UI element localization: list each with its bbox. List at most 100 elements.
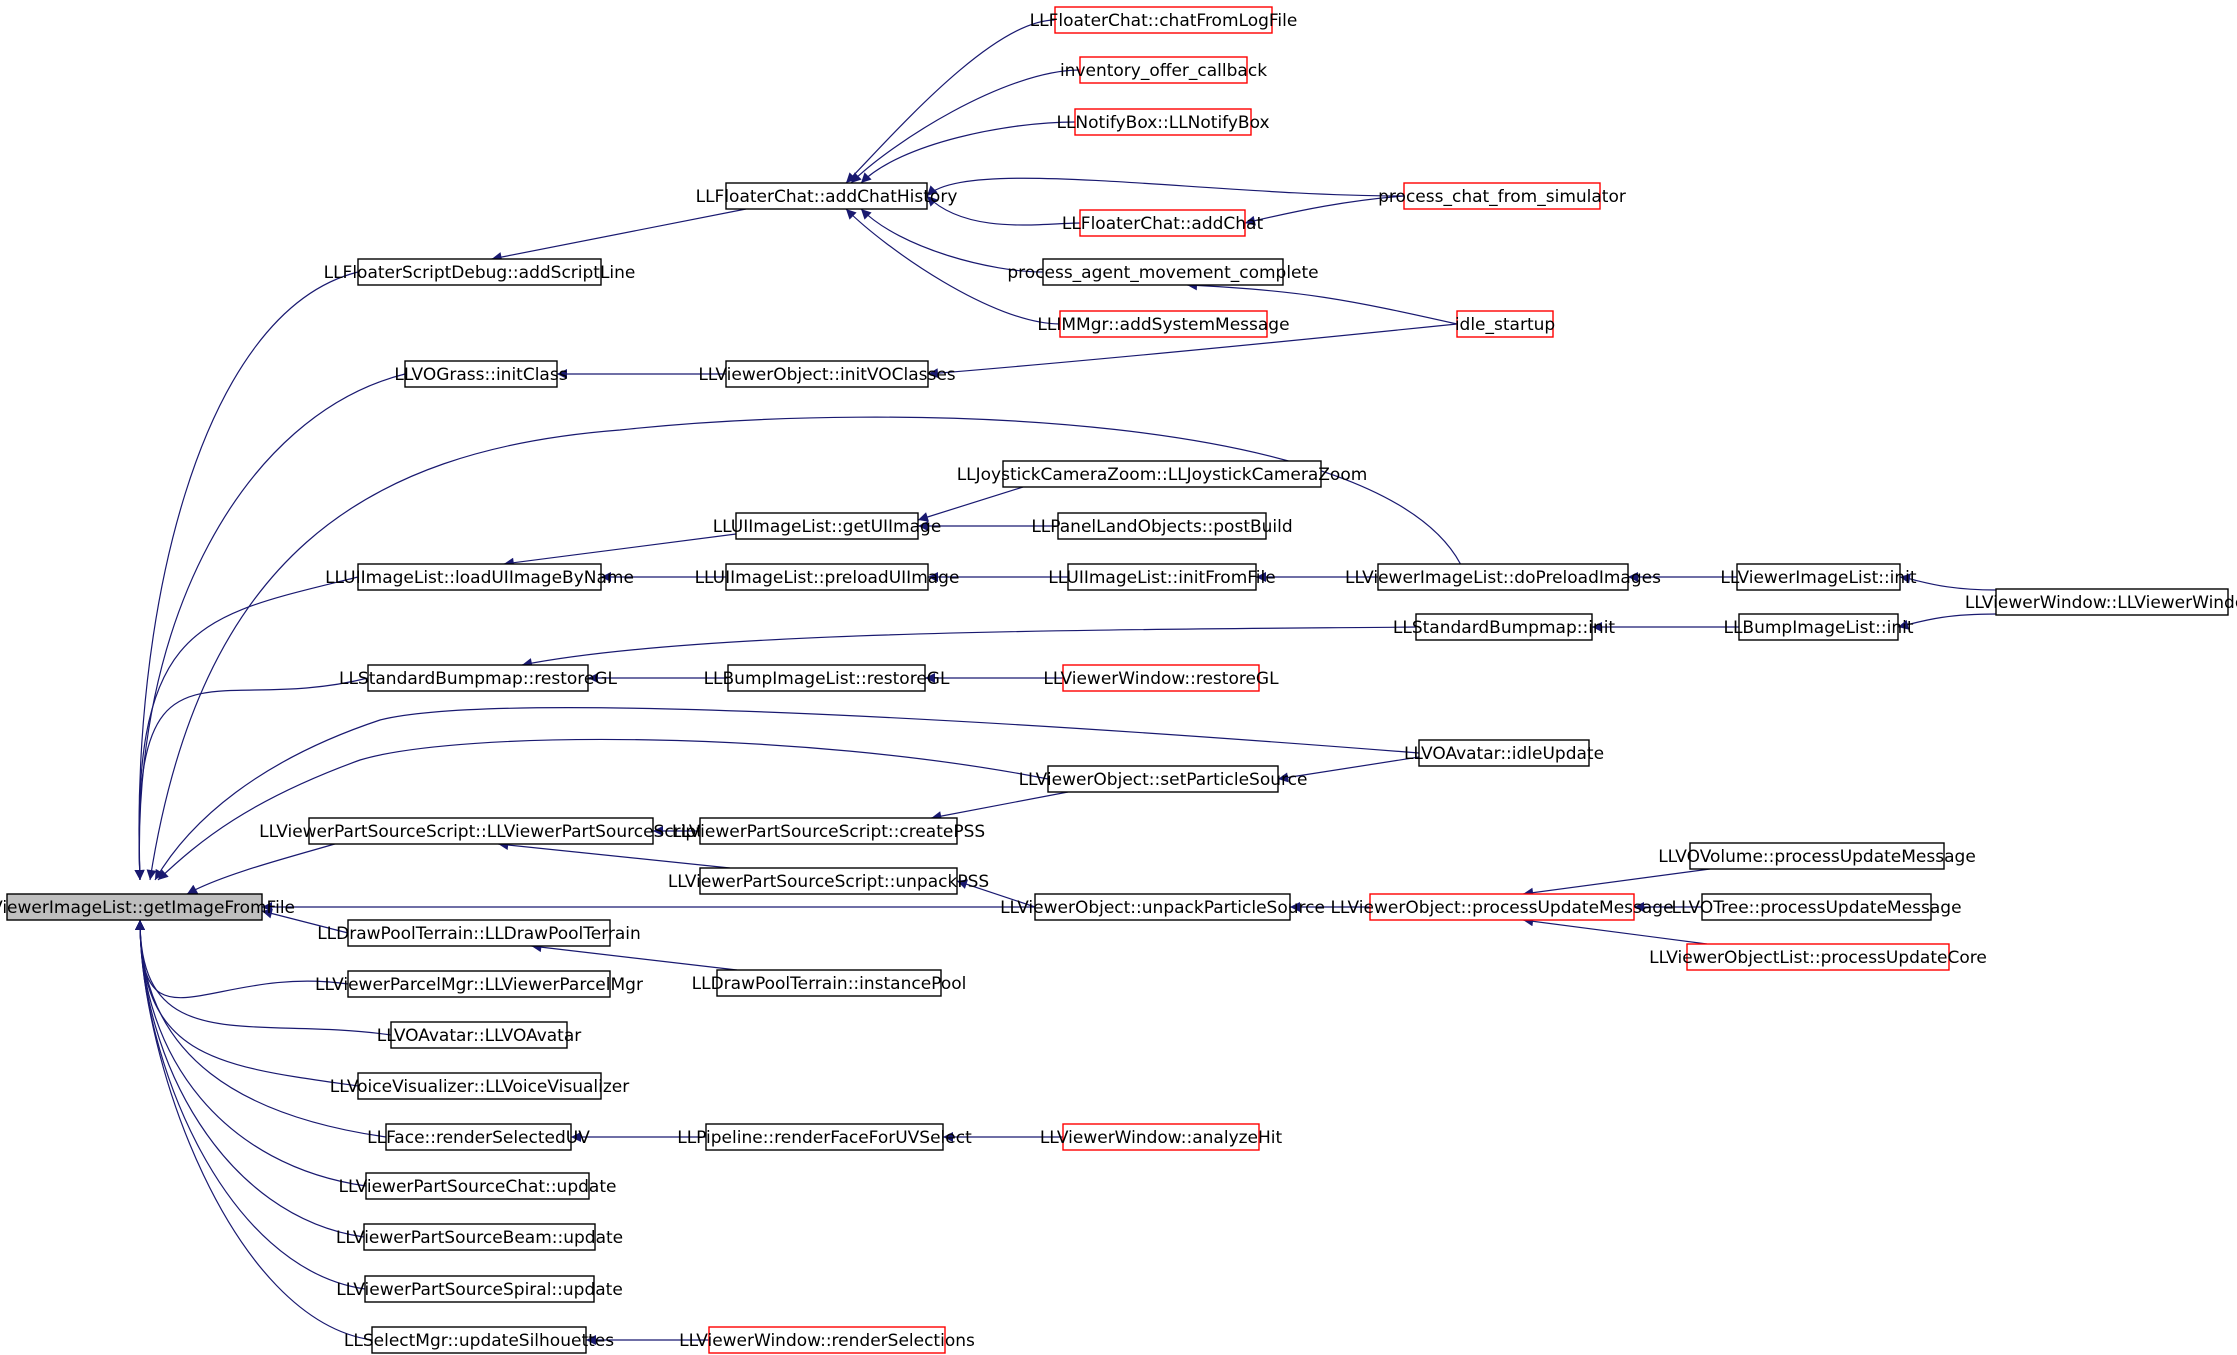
function-node[interactable]: LLVOAvatar::LLVOAvatar — [377, 1021, 582, 1049]
function-node[interactable]: idle_startup — [1455, 310, 1555, 338]
node-box[interactable] — [1054, 6, 1273, 34]
function-node[interactable]: LLViewerPartSourceSpiral::update — [336, 1275, 623, 1303]
function-node[interactable]: LLFloaterChat::chatFromLogFile — [1030, 6, 1298, 34]
function-node[interactable]: LLVOGrass::initClass — [394, 360, 568, 388]
function-node[interactable]: LLVOVolume::processUpdateMessage — [1658, 842, 1976, 870]
node-box[interactable] — [308, 817, 654, 845]
function-node[interactable]: LLViewerWindow::analyzeHit — [1040, 1123, 1283, 1151]
node-box[interactable] — [1079, 56, 1248, 84]
node-box[interactable] — [699, 817, 958, 845]
node-box[interactable] — [347, 919, 611, 947]
node-box[interactable] — [365, 1172, 590, 1200]
function-node[interactable]: LLViewerPartSourceBeam::update — [336, 1223, 623, 1251]
function-node[interactable]: LLBumpImageList::restoreGL — [704, 664, 950, 692]
function-node[interactable]: LLViewerWindow::LLViewerWindow — [1965, 588, 2237, 616]
node-box[interactable] — [1456, 310, 1554, 338]
function-node[interactable]: inventory_offer_callback — [1060, 56, 1267, 84]
function-node[interactable]: LLViewerParcelMgr::LLViewerParcelMgr — [315, 970, 643, 998]
node-box[interactable] — [1062, 1123, 1260, 1151]
function-node[interactable]: LLViewerObject::processUpdateMessage — [1330, 893, 1674, 921]
function-node[interactable]: LLIMMgr::addSystemMessage — [1037, 310, 1290, 338]
function-node[interactable]: LLDrawPoolTerrain::LLDrawPoolTerrain — [317, 919, 641, 947]
function-node[interactable]: LLNotifyBox::LLNotifyBox — [1056, 108, 1270, 136]
node-box[interactable] — [1738, 613, 1899, 641]
node-box[interactable] — [1418, 739, 1590, 767]
node-box[interactable] — [1034, 893, 1291, 921]
node-box[interactable] — [1057, 512, 1267, 540]
node-box[interactable] — [705, 1123, 944, 1151]
node-box[interactable] — [6, 893, 263, 921]
node-box[interactable] — [1995, 588, 2229, 616]
function-node[interactable]: LLPanelLandObjects::postBuild — [1031, 512, 1293, 540]
function-node[interactable]: LLUIImageList::initFromFile — [1048, 563, 1276, 591]
function-node[interactable]: LLBumpImageList::init — [1723, 613, 1914, 641]
function-node[interactable]: LLViewerPartSourceChat::update — [339, 1172, 617, 1200]
node-box[interactable] — [1736, 563, 1901, 591]
function-node[interactable]: LLUIImageList::loadUIImageByName — [325, 563, 634, 591]
function-node[interactable]: LLVOAvatar::idleUpdate — [1404, 739, 1604, 767]
function-node[interactable]: LLViewerPartSourceScript::LLViewerPartSo… — [259, 817, 703, 845]
node-box[interactable] — [727, 664, 926, 692]
function-node[interactable]: LLStandardBumpmap::init — [1393, 613, 1616, 641]
node-box[interactable] — [390, 1021, 568, 1049]
function-node[interactable]: LLViewerImageList::doPreloadImages — [1345, 563, 1661, 591]
node-box[interactable] — [363, 1223, 596, 1251]
node-box[interactable] — [1042, 258, 1284, 286]
function-node[interactable]: LLViewerWindow::renderSelections — [679, 1326, 975, 1354]
function-node[interactable]: process_chat_from_simulator — [1378, 182, 1626, 210]
function-node[interactable]: LLViewerImageList::init — [1720, 563, 1917, 591]
node-box[interactable] — [1047, 765, 1279, 793]
function-node[interactable]: LLPipeline::renderFaceForUVSelect — [677, 1123, 972, 1151]
function-node[interactable]: LLViewerImageList::getImageFromFile — [0, 893, 295, 921]
function-node[interactable]: LLFloaterChat::addChat — [1062, 209, 1264, 237]
node-box[interactable] — [1689, 842, 1945, 870]
node-box[interactable] — [735, 512, 919, 540]
function-node[interactable]: process_agent_movement_complete — [1007, 258, 1319, 286]
node-box[interactable] — [371, 1326, 587, 1354]
function-node[interactable]: LLViewerPartSourceScript::createPSS — [672, 817, 985, 845]
node-box[interactable] — [1701, 893, 1932, 921]
function-node[interactable]: LLDrawPoolTerrain::instancePool — [692, 969, 967, 997]
function-node[interactable]: LLViewerObject::unpackParticleSource — [1000, 893, 1325, 921]
node-box[interactable] — [1059, 310, 1268, 338]
node-box[interactable] — [357, 1072, 602, 1100]
node-box[interactable] — [1377, 563, 1629, 591]
function-node[interactable]: LLFloaterChat::addChatHistory — [696, 182, 958, 210]
function-node[interactable]: LLViewerObjectList::processUpdateCore — [1649, 943, 1987, 971]
function-node[interactable]: LLVOTree::processUpdateMessage — [1671, 893, 1962, 921]
node-box[interactable] — [1369, 893, 1635, 921]
function-node[interactable]: LLViewerObject::initVOClasses — [698, 360, 956, 388]
function-node[interactable]: LLUIImageList::getUIImage — [713, 512, 942, 540]
function-node[interactable]: LLViewerWindow::restoreGL — [1043, 664, 1279, 692]
function-node[interactable]: LLUIImageList::preloadUIImage — [695, 563, 960, 591]
function-node[interactable]: LLStandardBumpmap::restoreGL — [339, 664, 618, 692]
node-box[interactable] — [385, 1123, 572, 1151]
function-node[interactable]: LLSelectMgr::updateSilhouettes — [344, 1326, 614, 1354]
node-box[interactable] — [357, 563, 602, 591]
node-box[interactable] — [1062, 664, 1260, 692]
node-box[interactable] — [367, 664, 589, 692]
node-box[interactable] — [1067, 563, 1257, 591]
node-box[interactable] — [1074, 108, 1252, 136]
node-box[interactable] — [1403, 182, 1601, 210]
node-box[interactable] — [1415, 613, 1593, 641]
node-box[interactable] — [347, 970, 611, 998]
node-box[interactable] — [716, 969, 942, 997]
node-box[interactable] — [725, 182, 928, 210]
node-box[interactable] — [1686, 943, 1950, 971]
node-box[interactable] — [1002, 460, 1322, 488]
function-node[interactable]: LLViewerObject::setParticleSource — [1019, 765, 1308, 793]
function-node[interactable]: LLJoystickCameraZoom::LLJoystickCameraZo… — [957, 460, 1368, 488]
node-box[interactable] — [708, 1326, 946, 1354]
function-node[interactable]: LLFloaterScriptDebug::addScriptLine — [324, 258, 636, 286]
function-node[interactable]: LLFace::renderSelectedUV — [367, 1123, 590, 1151]
function-node[interactable]: LLViewerPartSourceScript::unpackPSS — [668, 867, 989, 895]
node-box[interactable] — [357, 258, 602, 286]
node-box[interactable] — [725, 563, 929, 591]
node-box[interactable] — [364, 1275, 595, 1303]
node-box[interactable] — [404, 360, 558, 388]
node-box[interactable] — [699, 867, 958, 895]
function-node[interactable]: LLVoiceVisualizer::LLVoiceVisualizer — [330, 1072, 629, 1100]
node-box[interactable] — [725, 360, 929, 388]
node-box[interactable] — [1079, 209, 1246, 237]
